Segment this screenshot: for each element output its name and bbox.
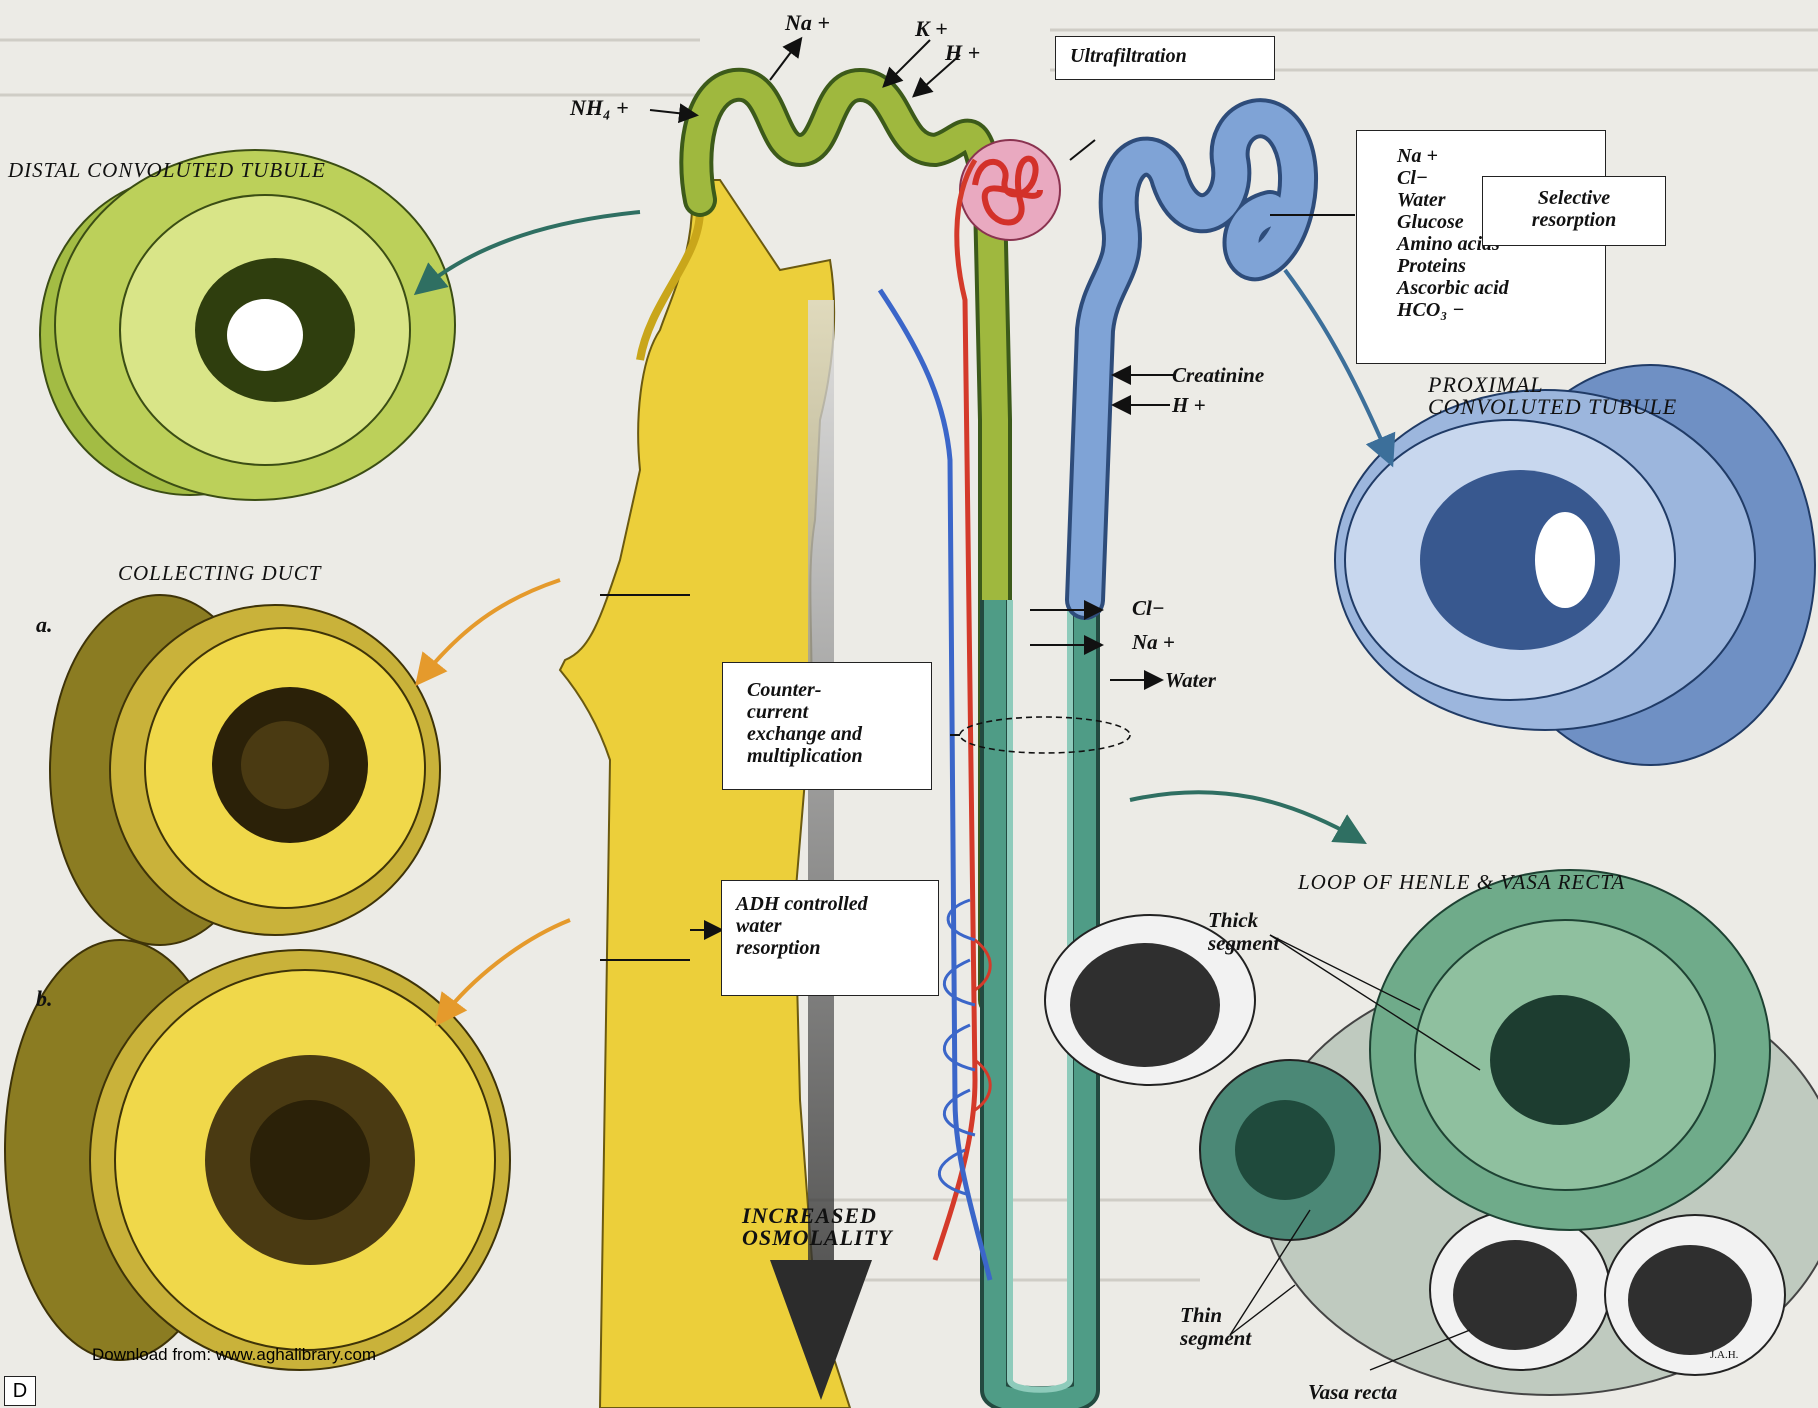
collecting-title: COLLECTING DUCT [118,563,321,584]
countercurrent-line: exchange and [747,723,907,745]
proximal-item: Proteins [1397,255,1565,277]
collecting-cross-section-a [50,595,440,945]
proximal-title-1: PROXIMAL [1428,374,1544,396]
label-na-top: Na + [785,12,830,34]
label-cl-minus: Cl− [1132,598,1165,619]
proximal-title-2: CONVOLUTED TUBULE [1428,396,1677,418]
label-h-top: H + [945,42,980,64]
countercurrent-line: multiplication [747,745,907,767]
pointer-collecting-a [420,580,560,680]
countercurrent-line: current [747,701,907,723]
thin-segment-line-2: segment [1180,1328,1251,1349]
label-creatinine: Creatinine [1172,365,1264,386]
artist-signature: J.A.H. [1710,1350,1738,1361]
countercurrent-box: Counter- current exchange and multiplica… [722,662,932,790]
proximal-item: Ascorbic acid [1397,277,1565,299]
thick-segment-line-1: Thick [1208,910,1258,931]
ultrafiltration-label: Ultrafiltration [1070,45,1260,67]
distal-cross-section [40,150,455,500]
label-na-plus: Na + [1132,632,1175,653]
loop-cross-section [1045,870,1818,1395]
loop-title: LOOP OF HENLE & VASA RECTA [1298,872,1625,893]
pointer-distal [420,212,640,290]
label-nh4: NH₄ + [570,97,629,119]
label-k: K + [915,18,948,40]
adh-line: resorption [736,937,924,959]
ultrafiltration-box: Ultrafiltration [1055,36,1275,80]
proximal-item: HCO₃ − [1397,299,1565,321]
adh-line: ADH controlled [736,893,924,915]
selective-resorption-line: Selective [1491,187,1657,209]
thick-segment-line-2: segment [1208,933,1279,954]
proximal-contents-box: Na + Cl− Water Glucose Amino acids Prote… [1356,130,1606,364]
proximal-cross-section [1335,365,1815,765]
footer-download-text: Download from: www.aghalibrary.com [92,1345,376,1365]
vasa-recta-label: Vasa recta [1308,1382,1397,1403]
countercurrent-line: Counter- [747,679,907,701]
osmolality-line-1: INCREASED [742,1205,877,1227]
selective-resorption-line: resorption [1491,209,1657,231]
label-a: a. [36,614,53,636]
label-b: b. [36,988,53,1010]
label-h-plus: H + [1172,395,1206,416]
pointer-loop [1130,792,1360,840]
distal-title: DISTAL CONVOLUTED TUBULE [8,160,326,181]
label-water: Water [1165,670,1216,691]
collecting-cross-section-b [5,940,510,1370]
thin-segment-line-1: Thin [1180,1305,1222,1326]
figure-badge: D [4,1376,36,1406]
selective-resorption-box: Selective resorption [1482,176,1666,246]
adh-box: ADH controlled water resorption [721,880,939,996]
adh-line: water [736,915,924,937]
proximal-item: Na + [1397,145,1565,167]
osmolality-line-2: OSMOLALITY [742,1227,893,1249]
pointer-collecting-b [440,920,570,1020]
